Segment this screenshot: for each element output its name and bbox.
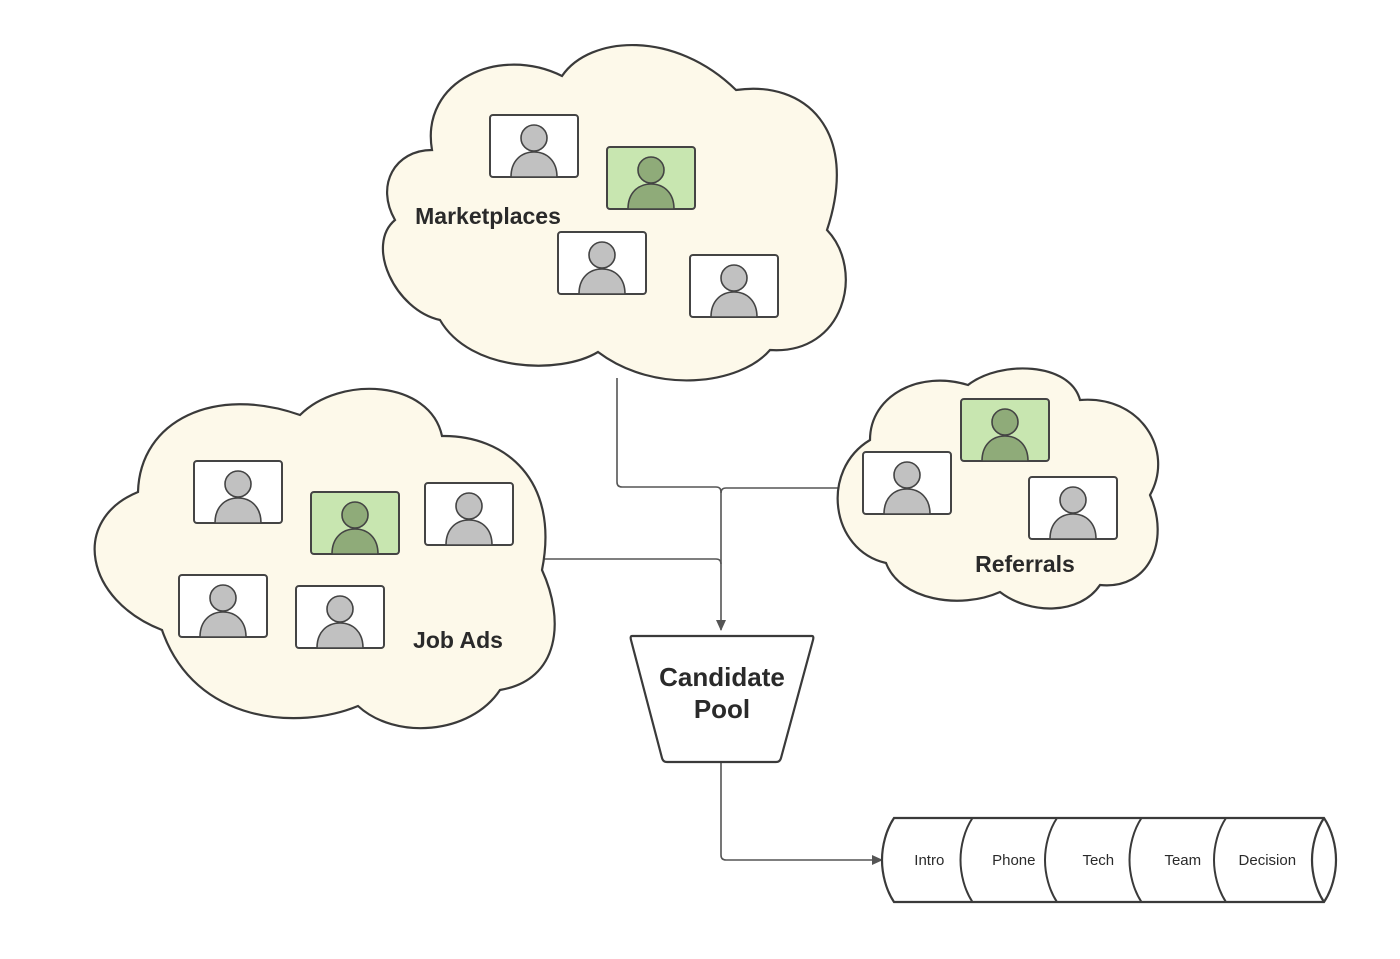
stage-dividers: [959, 817, 1227, 903]
candidate-card: [193, 460, 283, 524]
cloud-shape: [836, 367, 1160, 610]
candidate-pool-funnel: Candidate Pool: [629, 634, 815, 764]
stage-divider: [959, 817, 974, 903]
candidate-card: [424, 482, 514, 546]
candidate-card: [557, 231, 647, 295]
stage-divider: [1212, 817, 1227, 903]
candidate-card: [1028, 476, 1118, 540]
stage-label-team: Team: [1164, 852, 1201, 869]
stage-label-phone: Phone: [992, 852, 1035, 869]
candidate-card: [295, 585, 385, 649]
stage-label-intro: Intro: [914, 852, 944, 869]
stage-divider: [1043, 817, 1058, 903]
candidate-card-highlighted: [310, 491, 400, 555]
connector-referrals: [720, 487, 840, 494]
stage-label-tech: Tech: [1082, 852, 1114, 869]
stage-divider: [1128, 817, 1143, 903]
connector-marketplaces: [616, 378, 726, 631]
cloud-job-ads: Job Ads: [93, 387, 556, 730]
pool-label-line2: Pool: [694, 694, 750, 724]
connector-pool-to-pipeline: [720, 762, 883, 865]
candidate-card: [862, 451, 952, 515]
cloud-shape: [93, 387, 556, 730]
connector-job-ads: [538, 558, 722, 565]
label-job-ads: Job Ads: [413, 627, 503, 653]
connectors: [538, 378, 883, 865]
candidate-card: [178, 574, 268, 638]
pipeline-end-cap: [1310, 817, 1325, 903]
label-marketplaces: Marketplaces: [415, 203, 561, 229]
cloud-referrals: Referrals: [836, 367, 1160, 610]
candidate-card-highlighted: [960, 398, 1050, 462]
stage-label-decision: Decision: [1239, 852, 1297, 869]
cloud-marketplaces: Marketplaces: [381, 43, 847, 382]
candidate-card: [489, 114, 579, 178]
funnel-shape: [629, 634, 815, 764]
label-referrals: Referrals: [975, 551, 1075, 577]
candidate-card: [689, 254, 779, 318]
pool-label-line1: Candidate: [659, 662, 785, 692]
interview-pipeline: Intro Phone Tech Team Decision: [880, 816, 1338, 904]
stage-labels: Intro Phone Tech Team Decision: [914, 852, 1296, 869]
candidate-card-highlighted: [606, 146, 696, 210]
